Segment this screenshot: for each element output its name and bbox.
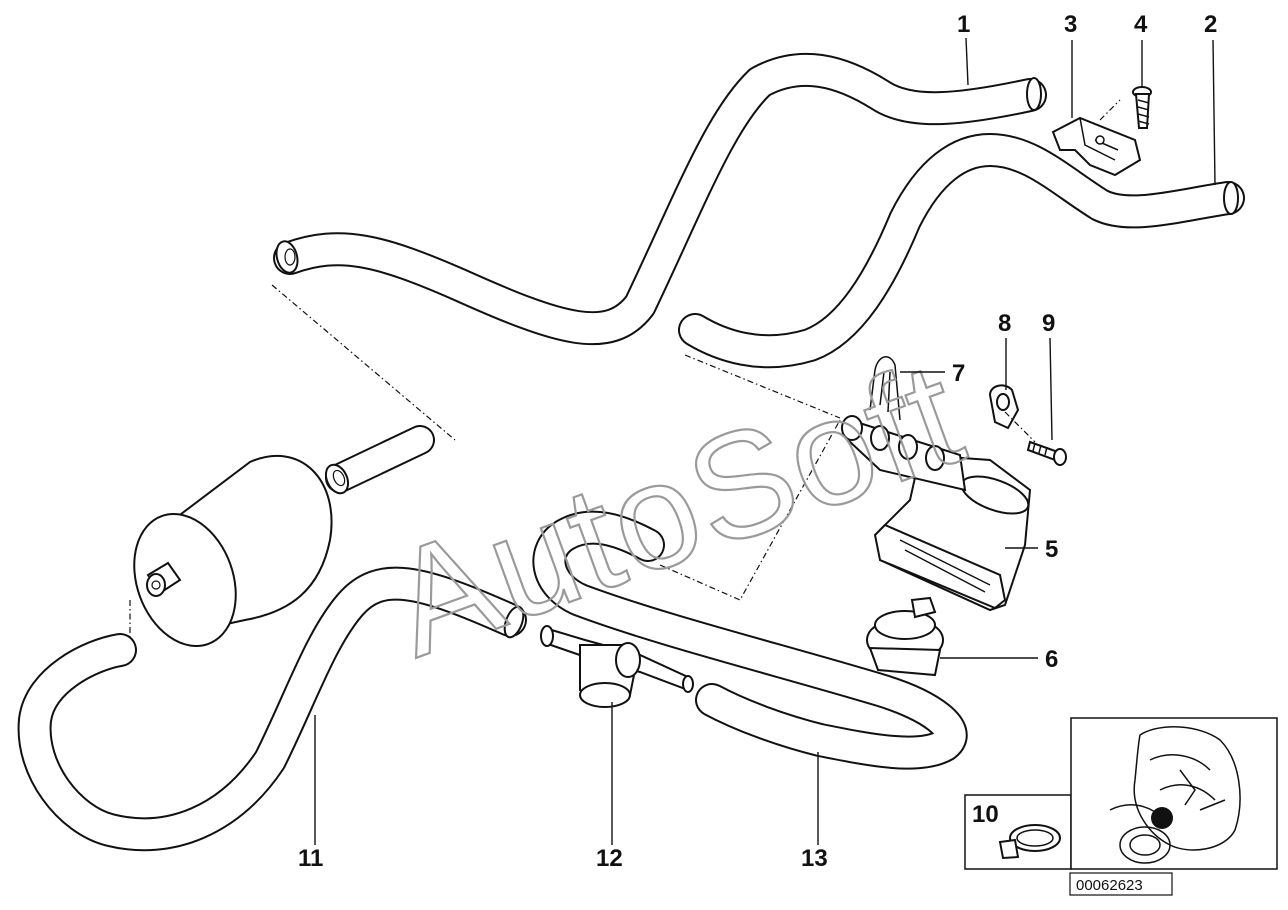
hose-1 <box>273 52 1047 346</box>
inset-box-part-10: 10 <box>964 794 1072 870</box>
clamp-bracket-3 <box>1051 116 1142 177</box>
callout-2: 2 <box>1204 11 1217 38</box>
callout-8: 8 <box>998 310 1011 337</box>
callout-9: 9 <box>1042 310 1055 337</box>
leader-lines <box>314 37 1216 845</box>
grommet-6 <box>866 596 944 677</box>
hose-11 <box>17 566 527 852</box>
spring-clip-7 <box>869 356 901 421</box>
callout-12: 12 <box>596 845 623 872</box>
tee-connector-12 <box>540 625 694 708</box>
callout-11: 11 <box>298 845 323 872</box>
fuel-filter <box>133 454 333 647</box>
callout-7: 7 <box>952 360 965 387</box>
callout-6: 6 <box>1045 646 1058 673</box>
screw-9 <box>1026 440 1067 466</box>
callout-4: 4 <box>1134 11 1148 38</box>
callout-1: 1 <box>957 11 970 38</box>
motorcycle-location-inset <box>1070 717 1278 870</box>
motorcycle-silhouette <box>1109 726 1241 864</box>
diagram-code: 00062623 <box>1076 877 1143 894</box>
hose-2 <box>678 133 1245 369</box>
screw-4 <box>1132 86 1152 129</box>
callout-13: 13 <box>801 845 828 872</box>
connector-nozzle <box>841 415 967 492</box>
assembly-lines <box>129 99 1121 640</box>
callout-3: 3 <box>1064 11 1077 38</box>
hose-13 <box>532 510 968 770</box>
hose-clamp-10 <box>998 824 1061 860</box>
callout-10: 10 <box>972 801 999 828</box>
diagram-code-box: 00062623 <box>1069 872 1173 896</box>
valve-housing-5 <box>873 453 1032 612</box>
callout-5: 5 <box>1045 536 1058 563</box>
short-hose <box>324 425 435 495</box>
clamp-8 <box>988 384 1020 430</box>
location-marker <box>1151 807 1173 829</box>
callout-numbers: 1 2 3 4 5 6 7 8 9 11 12 13 <box>298 11 1217 872</box>
